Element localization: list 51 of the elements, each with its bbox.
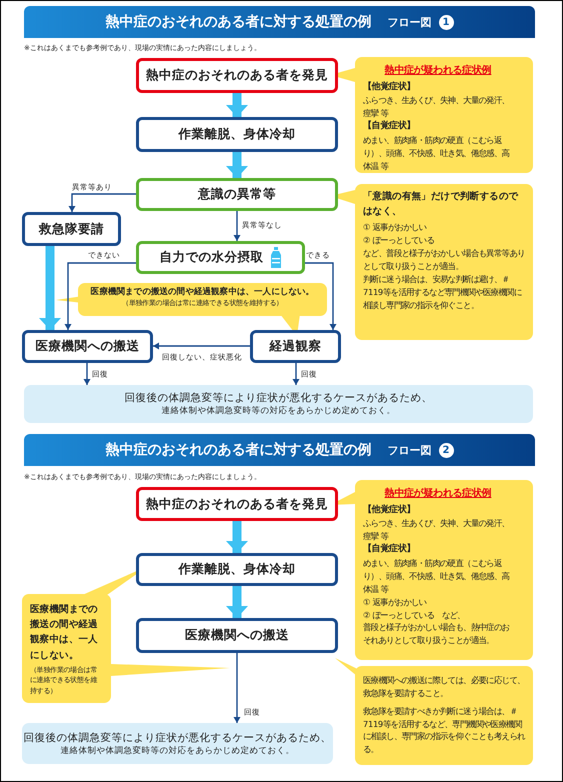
callout-text: 【自覚症状】 xyxy=(363,543,416,556)
callout-bubble xyxy=(22,594,111,703)
callout-text: 【他覚症状】 xyxy=(363,504,416,516)
decision-box: 自力での水分摂取 xyxy=(136,241,305,274)
callout-text: ① 返事がおかしい xyxy=(363,596,428,609)
callout-text: ふらつき、生あくび、失神、大量の発汗、痙攣 等 xyxy=(363,94,510,120)
process-box: 作業離脱、身体冷却 xyxy=(136,117,338,152)
callout-text: 回復後の体調急変等により症状が悪化するケースがあるため、 xyxy=(24,730,332,744)
callout-text: 連絡体制や体調急変時等の対応をあらかじめ定めておく。 xyxy=(60,744,294,756)
callout-text: など、普段と様子がおかしい場合も異常等ありとして取り扱うことが適当。 xyxy=(363,247,525,273)
callout-text: 「意識の有無」だけで判断するのではなく、 xyxy=(363,190,520,219)
callout-heading: 熱中症が疑われる症状例 xyxy=(384,486,492,501)
title-band xyxy=(24,434,535,466)
callout-text: めまい、筋肉痛・筋肉の硬直（こむら返り）、頭痛、不快感、吐き気、倦怠感、高体温 等 xyxy=(363,134,510,173)
callout-text: 【他覚症状】 xyxy=(363,80,416,94)
callout-text: 回復後の体調急変等により症状が悪化するケースがあるため、 xyxy=(124,391,432,405)
title-band xyxy=(24,6,535,38)
subtitle: フロー図 xyxy=(388,442,432,458)
callout-text: 医療機関への搬送に際しては、必要に応じて、救急隊を要請すること。 xyxy=(363,674,525,700)
callout-text: ② ぼーっとしている など、 xyxy=(363,608,466,622)
callout-text: 救急隊を要請すべきか判断に迷う場合は、＃7119等を活用するなど、専門機関や医療機関に相談し、専門家の指示を仰ぐことも考えられる。 xyxy=(363,704,525,756)
start-box: 熱中症のおそれのある者を発見 xyxy=(136,58,338,93)
number-badge: 1 xyxy=(438,14,454,30)
process-box: 経過観察 xyxy=(250,330,341,363)
callout-text: 医療機関までの搬送の間や経過観察中は、一人にしない。 xyxy=(90,286,316,299)
callout-bubble xyxy=(355,480,533,660)
callout-text: 普段と様子がおかしい場合も、熱中症のおそれありとして取り扱うことが適当。 xyxy=(363,621,510,648)
callout-bubble xyxy=(355,57,533,173)
process-box: 作業離脱、身体冷却 xyxy=(136,553,338,586)
start-box: 熱中症のおそれのある者を発見 xyxy=(136,487,338,521)
note-box xyxy=(24,385,533,423)
process-box: 医療機関への搬送 xyxy=(22,330,153,363)
subtitle: フロー図 xyxy=(388,14,432,30)
number-badge: 2 xyxy=(438,442,454,458)
callout-text: 医療機関までの搬送の間や経過観察中は、一人にしない。 xyxy=(30,602,99,663)
callout-text: ① 返事がおかしい xyxy=(363,221,428,234)
callout-text: ふらつき、生あくび、失神、大量の発汗、痙攣 等 xyxy=(363,517,510,543)
callout-bubble xyxy=(355,666,533,765)
note-box xyxy=(22,723,333,764)
process-box: 救急隊要請 xyxy=(22,212,121,246)
decision-box: 意識の異常等 xyxy=(136,178,338,211)
title: 熱中症のおそれのある者に対する処置の例 xyxy=(106,441,372,459)
callout-text: めまい、筋肉痛・筋肉の硬直（こむら返り）、頭痛、不快感、吐き気、倦怠感、高体温 等 xyxy=(363,557,510,596)
callout-heading: 熱中症が疑われる症状例 xyxy=(384,64,492,78)
callout-text: 連絡体制や体調急変時等の対応をあらかじめ定めておく。 xyxy=(162,405,396,417)
callout-text: 【自覚症状】 xyxy=(363,120,416,134)
process-box: 医療機関への搬送 xyxy=(136,618,338,653)
callout-text: 判断に迷う場合は、安易な判断は避け、＃7119等を活用するなど専門機関や医療機関に相談し専門家の指示を仰ぐこと。 xyxy=(363,272,523,312)
title: 熱中症のおそれのある者に対する処置の例 xyxy=(106,13,372,31)
callout-bubble xyxy=(355,184,533,340)
callout-text: ② ぼーっとしている xyxy=(363,234,436,248)
